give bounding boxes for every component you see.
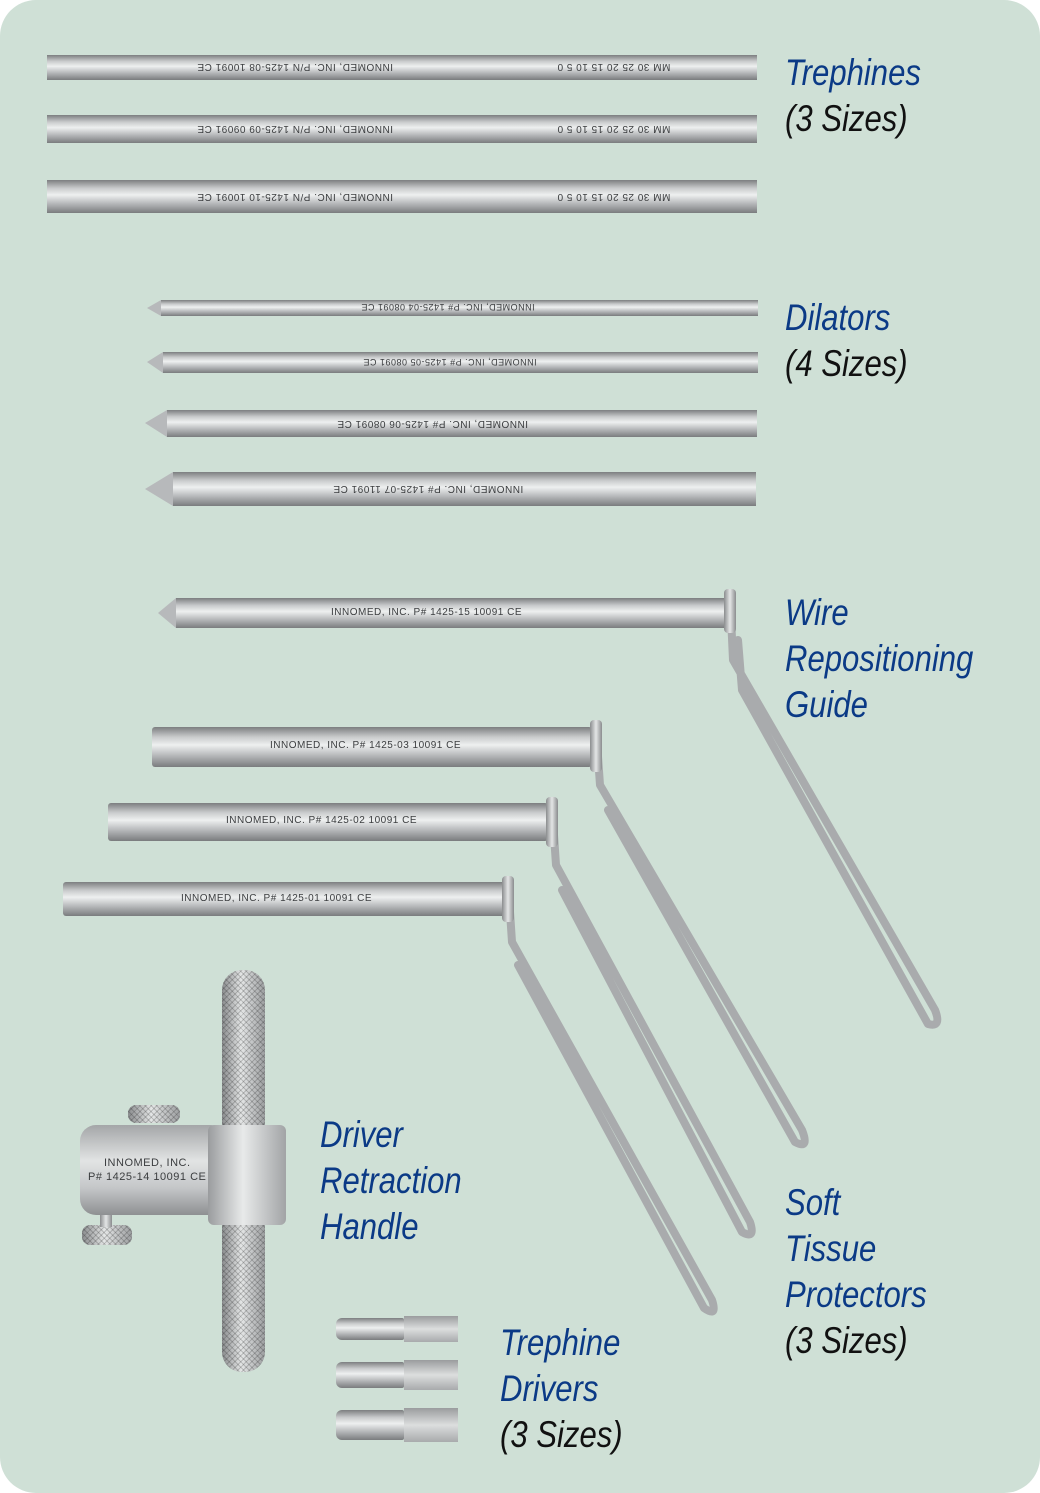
protector-handle-3 bbox=[504, 878, 718, 1316]
protector-flange-3 bbox=[502, 876, 514, 922]
trephine-driver-1-hex bbox=[404, 1316, 458, 1342]
wire-guide-rod: INNOMED, INC. P# 1425-15 10091 CE bbox=[176, 598, 726, 628]
protector-rod-2: INNOMED, INC. P# 1425-02 10091 CE bbox=[108, 803, 548, 841]
trephine-driver-2 bbox=[336, 1362, 404, 1388]
label-sizes: (3 Sizes) bbox=[785, 98, 908, 139]
engraving: INNOMED, INC. bbox=[104, 1157, 191, 1169]
engraving: INNOMED, INC. P# 1425-15 10091 CE bbox=[331, 607, 523, 618]
engraving: INNOMED, INC. P# 1425-03 10091 CE bbox=[270, 740, 462, 751]
label-sizes: (4 Sizes) bbox=[785, 343, 908, 384]
label-title: Drivers bbox=[500, 1368, 599, 1409]
label-title: Guide bbox=[785, 684, 868, 725]
dilator-tip bbox=[147, 300, 161, 316]
dilator-rod-4: INNOMED, INC. P# 1425-07 11091 CE bbox=[173, 472, 756, 506]
protector-rod-1: INNOMED, INC. P# 1425-03 10091 CE bbox=[152, 727, 592, 767]
label-title: Driver bbox=[320, 1114, 403, 1155]
label-title: Soft bbox=[785, 1182, 841, 1223]
dilator-tip bbox=[145, 472, 173, 506]
protector-rod-3: INNOMED, INC. P# 1425-01 10091 CE bbox=[63, 882, 505, 916]
label-dilators: Dilators (4 Sizes) bbox=[785, 295, 908, 387]
dilator-tip bbox=[147, 352, 163, 373]
protector-flange-1 bbox=[590, 720, 602, 772]
dilator-rod-1: INNOMED, INC. P# 1425-04 08091 CE bbox=[161, 300, 758, 316]
engraving: INNOMED, INC. P# 1425-02 10091 CE bbox=[226, 815, 418, 826]
handle-block: INNOMED, INC. P# 1425-14 10091 CE bbox=[80, 1125, 215, 1215]
label-title: Tissue bbox=[785, 1228, 877, 1269]
label-sizes: (3 Sizes) bbox=[500, 1414, 623, 1455]
trephine-driver-3 bbox=[336, 1410, 404, 1440]
label-title: Retraction bbox=[320, 1160, 462, 1201]
label-title: Trephines bbox=[785, 52, 921, 93]
label-title: Repositioning bbox=[785, 638, 974, 679]
handle-collar bbox=[208, 1125, 286, 1225]
thumb-screw-bottom bbox=[82, 1225, 132, 1245]
wire-guide-handle bbox=[726, 591, 942, 1029]
label-title: Wire bbox=[785, 592, 849, 633]
dilator-rod-2: INNOMED, INC. P# 1425-05 08091 CE bbox=[163, 352, 758, 373]
label-title: Protectors bbox=[785, 1274, 927, 1315]
label-title: Dilators bbox=[785, 297, 891, 338]
label-title: Trephine bbox=[500, 1322, 621, 1363]
protector-handle-2 bbox=[548, 801, 756, 1239]
thumb-screw-post bbox=[100, 1212, 112, 1227]
trephine-driver-3-hex bbox=[404, 1408, 458, 1442]
trephine-driver-1 bbox=[336, 1318, 404, 1340]
engraving: P# 1425-14 10091 CE bbox=[88, 1171, 207, 1183]
protector-handle-1 bbox=[592, 724, 809, 1149]
wire-guide-flange bbox=[724, 589, 736, 633]
label-trephines: Trephines (3 Sizes) bbox=[785, 50, 921, 142]
thumb-screw-top bbox=[128, 1105, 180, 1123]
dilator-tip bbox=[145, 410, 167, 437]
label-sizes: (3 Sizes) bbox=[785, 1320, 908, 1361]
label-title: Handle bbox=[320, 1206, 419, 1247]
wire-guide-tip bbox=[158, 598, 176, 628]
dilator-rod-3: INNOMED, INC. P# 1425-06 08091 CE bbox=[167, 410, 757, 437]
protector-flange-2 bbox=[546, 797, 558, 847]
engraving: INNOMED, INC. P# 1425-01 10091 CE bbox=[181, 893, 373, 904]
trephine-driver-2-hex bbox=[404, 1360, 458, 1390]
